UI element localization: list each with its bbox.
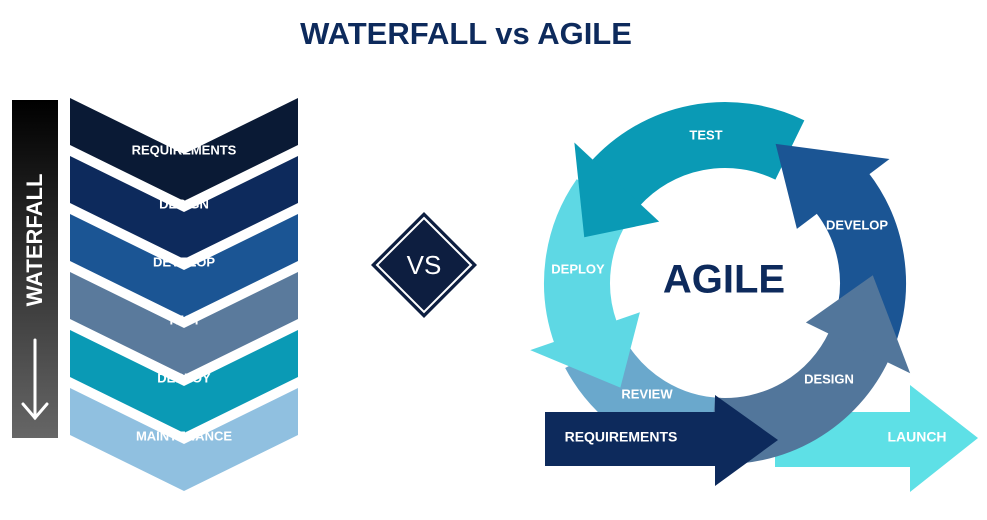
waterfall-step-label: TEST — [167, 312, 200, 327]
agile-launch-arrow — [775, 385, 978, 492]
agile-review-label: REVIEW — [621, 386, 673, 401]
waterfall-steps: REQUIREMENTS DESIGN DEVELOP TEST DEPLOY MAINT… — [70, 98, 298, 491]
vs-label: VS — [407, 250, 442, 280]
agile-design-label: DESIGN — [804, 371, 854, 386]
agile-deploy-label: DEPLOY — [551, 261, 605, 276]
page-title: WATERFALL vs AGILE — [300, 16, 632, 51]
waterfall-step-deploy — [70, 330, 298, 433]
arrowhead-icon — [805, 275, 911, 374]
arrowhead-icon — [775, 143, 890, 229]
agile-arrow-test — [574, 102, 805, 238]
waterfall-step-design — [70, 156, 298, 259]
arrowhead-icon — [530, 312, 640, 388]
agile-center-label: AGILE — [663, 258, 785, 302]
waterfall-side-bar: WATERFALL — [12, 100, 58, 438]
waterfall-step-label: DEVELOP — [153, 254, 215, 269]
arrow-down-icon — [21, 338, 49, 421]
waterfall-step-requirements — [70, 98, 298, 201]
agile-cycle — [530, 102, 978, 492]
waterfall-side-label: WATERFALL — [22, 174, 47, 307]
agile-requirements-arrow — [545, 395, 778, 486]
waterfall-step-maintenance — [70, 388, 298, 491]
waterfall-step-test — [70, 272, 298, 375]
waterfall-step-label: MAINTENANCE — [136, 428, 232, 443]
arrowhead-icon — [574, 142, 660, 238]
waterfall-step-label: DESIGN — [159, 196, 209, 211]
vs-badge: VS — [371, 212, 477, 318]
waterfall-step-label: REQUIREMENTS — [132, 142, 237, 157]
waterfall-step-develop — [70, 214, 298, 317]
agile-develop-label: DEVELOP — [826, 217, 888, 232]
agile-test-label: TEST — [689, 127, 722, 142]
waterfall-step-label: DEPLOY — [157, 370, 211, 385]
agile-launch-label: LAUNCH — [887, 429, 946, 445]
agile-requirements-label: REQUIREMENTS — [565, 429, 678, 445]
